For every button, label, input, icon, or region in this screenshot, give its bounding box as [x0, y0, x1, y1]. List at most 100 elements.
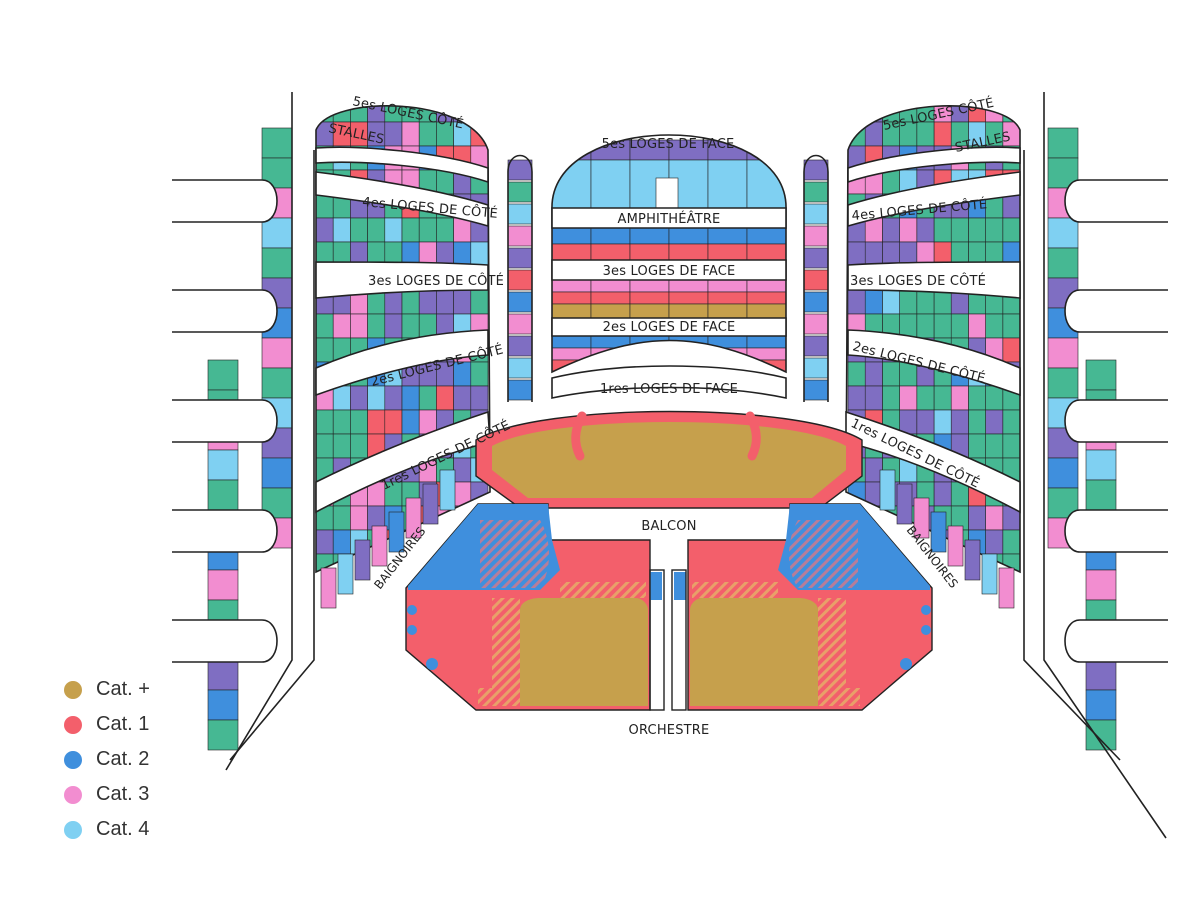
pillar-box[interactable]: [803, 357, 829, 379]
outer-box[interactable]: [1047, 247, 1079, 279]
seat-box[interactable]: [401, 313, 420, 339]
face-box[interactable]: [746, 227, 787, 245]
seat-box[interactable]: [401, 385, 420, 411]
seat-box[interactable]: [916, 313, 935, 339]
seat-box[interactable]: [401, 409, 420, 435]
seat-box[interactable]: [882, 169, 900, 195]
outer-box[interactable]: [261, 217, 293, 249]
outer-box[interactable]: [1047, 337, 1079, 369]
seat-box[interactable]: [950, 385, 969, 411]
seat-box[interactable]: [453, 241, 472, 267]
seat-box[interactable]: [1002, 217, 1020, 243]
face-box[interactable]: [668, 279, 709, 293]
baignoire-box[interactable]: [405, 497, 422, 539]
seat-box[interactable]: [384, 409, 403, 435]
seat-box[interactable]: [864, 385, 883, 411]
seat-box[interactable]: [418, 289, 437, 315]
seat-box[interactable]: [316, 98, 334, 123]
right-outer-boxes[interactable]: [1023, 92, 1168, 839]
seat-box[interactable]: [453, 385, 472, 411]
seat-box[interactable]: [933, 217, 952, 243]
face-box[interactable]: [707, 303, 748, 319]
orchestre-left[interactable]: [405, 503, 665, 711]
left-baignoires[interactable]: [320, 469, 456, 609]
seat-box[interactable]: [470, 98, 489, 123]
baignoire-box[interactable]: [998, 567, 1015, 609]
baignoire-box[interactable]: [964, 539, 981, 581]
face-box[interactable]: [551, 227, 592, 245]
seat-box[interactable]: [882, 289, 900, 315]
seat-box[interactable]: [316, 313, 334, 339]
seat-box[interactable]: [436, 385, 454, 411]
orchestre-right[interactable]: [671, 503, 933, 711]
face-box[interactable]: [590, 303, 631, 319]
baignoire-box[interactable]: [422, 483, 439, 525]
seat-box[interactable]: [332, 433, 351, 459]
face-box[interactable]: [746, 335, 787, 349]
face-box[interactable]: [629, 303, 670, 319]
seat-box[interactable]: [384, 217, 403, 243]
face-box[interactable]: [655, 177, 679, 209]
baignoire-box[interactable]: [981, 553, 998, 595]
seat-box[interactable]: [367, 313, 386, 339]
baignoire-box[interactable]: [879, 469, 896, 511]
baignoire-box[interactable]: [913, 497, 930, 539]
face-box[interactable]: [590, 243, 631, 261]
seat-box[interactable]: [384, 385, 403, 411]
face-box[interactable]: [590, 291, 631, 305]
pillar-box[interactable]: [803, 313, 829, 335]
seat-box[interactable]: [847, 385, 866, 411]
seat-box[interactable]: [968, 409, 986, 435]
face-box[interactable]: [551, 279, 592, 293]
outer-box[interactable]: [207, 449, 239, 481]
pillar-box[interactable]: [507, 291, 533, 313]
seat-box[interactable]: [1002, 433, 1020, 459]
seat-box[interactable]: [864, 241, 883, 267]
seat-box[interactable]: [847, 98, 866, 123]
seat-box[interactable]: [350, 433, 368, 459]
baignoire-box[interactable]: [354, 539, 371, 581]
face-boxes[interactable]: [551, 134, 787, 380]
baignoire-box[interactable]: [930, 511, 947, 553]
seat-box[interactable]: [933, 409, 952, 435]
face-box[interactable]: [668, 227, 709, 245]
right-baignoires[interactable]: [879, 469, 1015, 609]
baignoire-box[interactable]: [320, 567, 337, 609]
pillar-box[interactable]: [507, 357, 533, 379]
seat-box[interactable]: [933, 313, 952, 339]
outer-box[interactable]: [207, 689, 239, 721]
seat-box[interactable]: [350, 313, 368, 339]
left-pillar-boxes[interactable]: [507, 154, 533, 403]
seat-box[interactable]: [367, 409, 386, 435]
face-box[interactable]: [590, 227, 631, 245]
seat-box[interactable]: [350, 409, 368, 435]
pillar-box[interactable]: [803, 335, 829, 357]
seat-box[interactable]: [453, 457, 472, 483]
outer-box[interactable]: [1085, 449, 1117, 481]
pillar-box[interactable]: [507, 225, 533, 247]
seat-box[interactable]: [916, 289, 935, 315]
outer-box[interactable]: [1047, 457, 1079, 489]
seat-box[interactable]: [401, 217, 420, 243]
face-box[interactable]: [590, 279, 631, 293]
seat-box[interactable]: [384, 121, 403, 147]
seat-box[interactable]: [384, 313, 403, 339]
face-box[interactable]: [629, 227, 670, 245]
face-box[interactable]: [707, 279, 748, 293]
seat-box[interactable]: [1002, 98, 1020, 123]
face-box[interactable]: [707, 159, 748, 209]
outer-box[interactable]: [207, 569, 239, 601]
face-box[interactable]: [629, 291, 670, 305]
pillar-box[interactable]: [507, 159, 533, 181]
seat-box[interactable]: [367, 217, 386, 243]
face-box[interactable]: [551, 243, 592, 261]
pillar-box[interactable]: [803, 379, 829, 401]
seat-box[interactable]: [470, 241, 489, 267]
pillar-box[interactable]: [507, 269, 533, 291]
seat-box[interactable]: [316, 217, 334, 243]
seat-box[interactable]: [332, 313, 351, 339]
seat-box[interactable]: [418, 217, 437, 243]
outer-box[interactable]: [1047, 157, 1079, 189]
seat-box[interactable]: [985, 217, 1004, 243]
outer-box[interactable]: [261, 367, 293, 399]
